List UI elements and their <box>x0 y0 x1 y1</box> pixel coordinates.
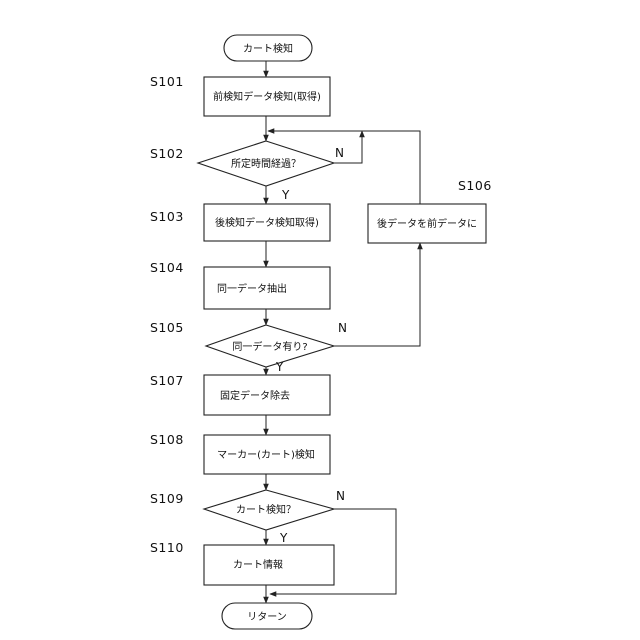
node-s102-label: 所定時間経過？ <box>231 157 301 170</box>
node-s105: 同一データ有り? <box>206 325 334 367</box>
node-s108: マーカー(カート)検知 <box>204 435 330 474</box>
step-label-s105: S105 <box>150 320 184 335</box>
branch-label-s109-yes: Y <box>279 531 288 545</box>
step-label-s110: S110 <box>150 540 184 555</box>
node-end: リターン <box>222 603 312 629</box>
node-end-label: リターン <box>247 611 287 623</box>
node-s106-label: 後データを前データに <box>377 217 477 230</box>
branch-label-s109-no: N <box>336 489 345 503</box>
branch-label-s105-yes: Y <box>275 360 284 374</box>
step-label-s109: S109 <box>150 491 184 506</box>
node-s103-label: 後検知データ検知取得) <box>215 216 319 229</box>
branch-label-s105-no: N <box>338 321 347 335</box>
node-s105-label: 同一データ有り? <box>232 340 307 353</box>
node-s106: 後データを前データに <box>368 204 486 243</box>
step-label-s106: S106 <box>458 178 492 193</box>
step-label-s107: S107 <box>150 373 184 388</box>
step-labels: S101 S102 S103 S104 S105 S106 S107 S108 … <box>150 74 492 555</box>
step-label-s104: S104 <box>150 260 184 275</box>
step-label-s108: S108 <box>150 432 184 447</box>
step-label-s103: S103 <box>150 209 184 224</box>
step-label-s102: S102 <box>150 146 184 161</box>
node-s108-label: マーカー(カート)検知 <box>217 448 315 461</box>
node-s101-label: 前検知データ検知(取得) <box>213 90 321 103</box>
node-s107-label: 固定データ除去 <box>220 389 290 402</box>
node-s107: 固定データ除去 <box>204 375 330 415</box>
node-s102: 所定時間経過？ <box>198 141 334 186</box>
branch-label-s102-yes: Y <box>281 188 290 202</box>
node-start: カート検知 <box>224 35 312 61</box>
node-s109: カート検知？ <box>204 490 334 530</box>
node-s103: 後検知データ検知取得) <box>204 204 330 241</box>
branch-label-s102-no: N <box>335 146 344 160</box>
node-s104: 同一データ抽出 <box>204 267 330 309</box>
node-s104-label: 同一データ抽出 <box>217 282 287 295</box>
node-start-label: カート検知 <box>243 42 293 55</box>
node-s109-label: カート検知？ <box>236 503 296 516</box>
node-s110: カート情報 <box>204 545 334 585</box>
step-label-s101: S101 <box>150 74 184 89</box>
node-s110-label: カート情報 <box>233 558 283 571</box>
node-s101: 前検知データ検知(取得) <box>204 77 330 116</box>
